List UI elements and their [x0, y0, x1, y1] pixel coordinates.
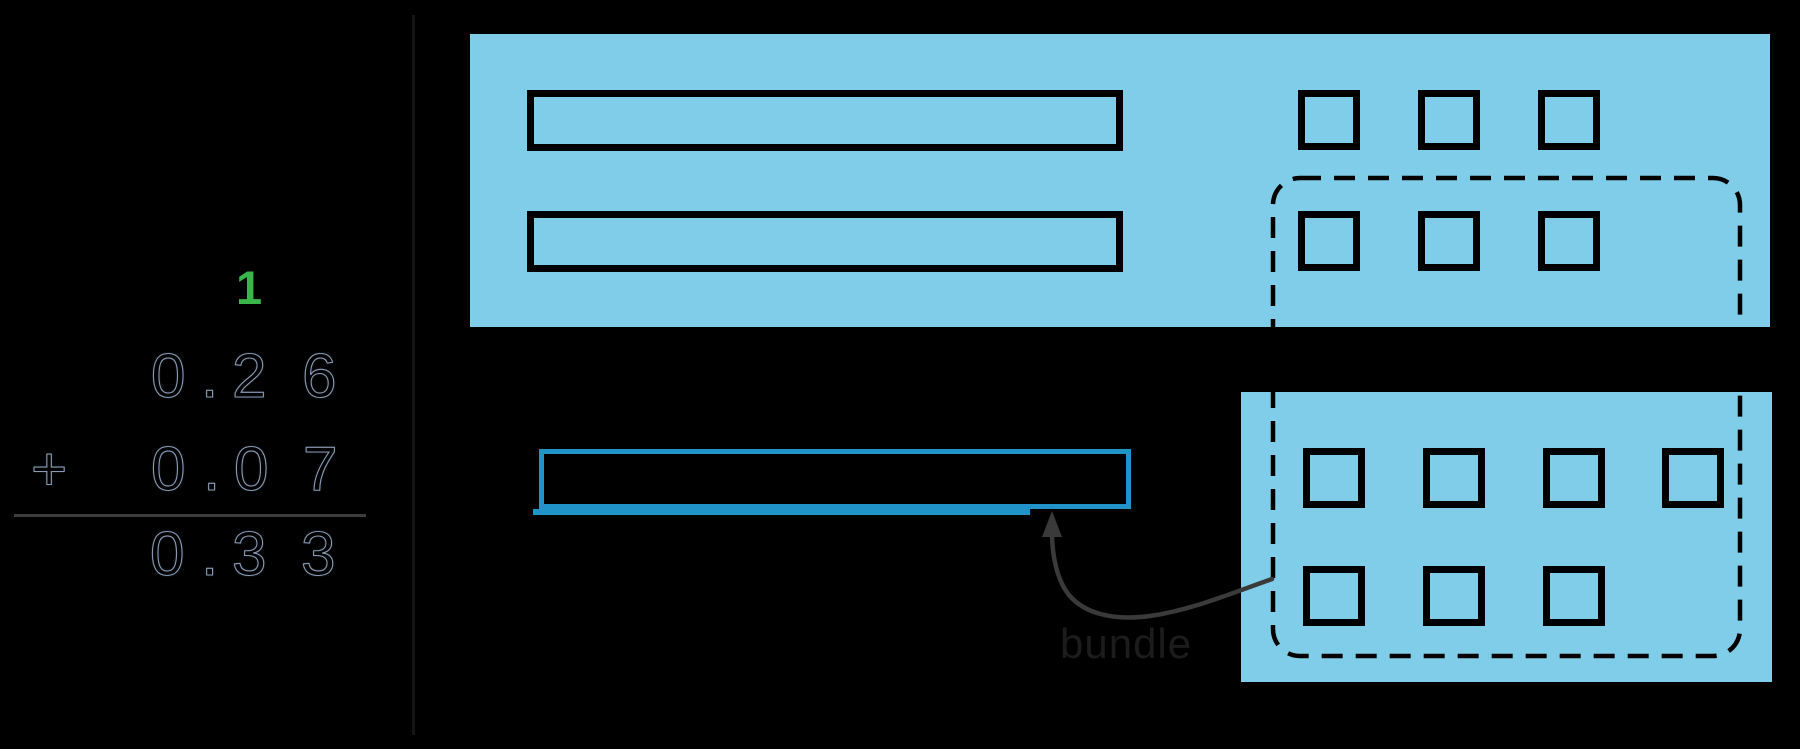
addend1-tenths: 2: [231, 342, 267, 411]
divider-line: [412, 15, 415, 735]
addend2-tenths: 0: [233, 435, 269, 504]
hundredth-square: [1543, 448, 1605, 508]
new-tenth-rod-underline: [533, 509, 1030, 515]
addend1-decimal-point: .: [200, 342, 219, 411]
bundle-label: bundle: [1060, 620, 1193, 667]
hundredth-square: [1418, 90, 1480, 150]
tenth-rod: [527, 211, 1123, 272]
hundredth-square: [1298, 90, 1360, 150]
bottom-panel: [1241, 392, 1772, 682]
hundredth-square: [1298, 211, 1360, 271]
new-tenth-rod: [539, 449, 1131, 509]
top-panel: [470, 34, 1770, 327]
sum-rule-line: [14, 514, 366, 517]
hundredth-square: [1662, 448, 1724, 508]
sum-ones: 0: [149, 520, 185, 589]
bundle-arrow-curve: [1049, 529, 1275, 620]
hundredth-square: [1303, 448, 1365, 508]
hundredth-square: [1538, 90, 1600, 150]
hundredth-square: [1543, 566, 1605, 626]
hundredth-square: [1303, 566, 1365, 626]
hundredth-square: [1423, 448, 1485, 508]
addend2-ones: 0: [150, 435, 186, 504]
hundredth-square: [1423, 566, 1485, 626]
sum-decimal-point: .: [200, 520, 219, 589]
addend1-hundredths: 6: [301, 342, 337, 411]
carry-digit: 1: [236, 261, 263, 314]
sum-hundredths: 3: [300, 520, 336, 589]
addend2-decimal-point: .: [202, 435, 221, 504]
addend1-ones: 0: [150, 342, 186, 411]
bundle-arrowhead-icon: [1042, 511, 1062, 537]
hundredth-square: [1538, 211, 1600, 271]
tenth-rod: [527, 90, 1123, 151]
addend2-hundredths: 7: [302, 435, 338, 504]
plus-sign: +: [30, 435, 68, 504]
hundredth-square: [1418, 211, 1480, 271]
sum-tenths: 3: [231, 520, 267, 589]
